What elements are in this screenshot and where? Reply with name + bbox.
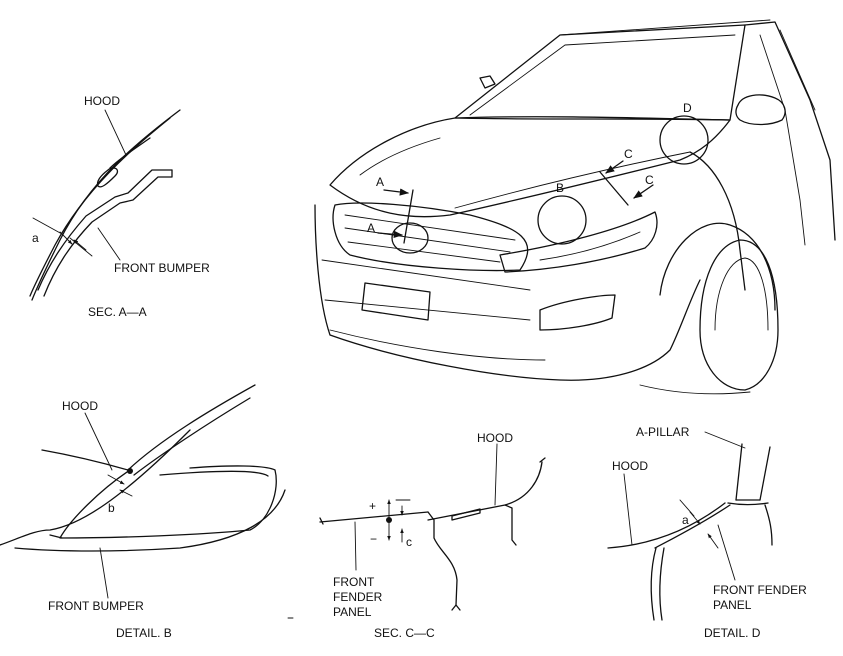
- fender-leader-line: [717, 524, 736, 581]
- hood-leader-line: [494, 443, 498, 506]
- gap-a-label: a: [682, 513, 689, 527]
- a-pillar-right-edge: [759, 446, 771, 501]
- front-fender-label-line1: FRONT FENDER: [713, 583, 807, 597]
- hood-outline: [29, 109, 181, 301]
- front-fender-label-line2: FENDER: [333, 590, 383, 604]
- hood-edge-upper: [127, 384, 256, 471]
- minus-label: −: [370, 532, 377, 546]
- bumper-lower-line: [14, 489, 286, 552]
- bumper-leader-line: [99, 547, 109, 599]
- headlamp-outline: [59, 465, 277, 539]
- front-bumper-outline: [37, 169, 173, 297]
- windshield: [454, 24, 746, 121]
- front-fender-label-line3: PANEL: [333, 605, 372, 619]
- pillar-leader-line: [704, 431, 746, 449]
- fender-flange: [427, 511, 458, 606]
- hood-label: HOOD: [612, 459, 648, 473]
- section-a-a: HOOD a FRONT BUMPER SEC. A—A: [29, 94, 210, 319]
- gap-dimension-a: [32, 217, 93, 257]
- hood: [329, 116, 731, 218]
- section-a-marker-top: A: [376, 175, 384, 189]
- grille: [332, 202, 529, 272]
- bumper-leader-line: [97, 227, 121, 261]
- hood-panel-edge: [41, 449, 129, 471]
- section-c-marker-bottom: C: [645, 173, 654, 187]
- fender-leader-line: [354, 521, 357, 571]
- fender-top-line: [319, 511, 429, 523]
- gap-c-label: c: [406, 535, 412, 549]
- section-c-c: HOOD + − c FRONT FENDER PANEL SEC. C—C: [319, 431, 546, 640]
- fender-right: [764, 504, 773, 546]
- hood-seal: [96, 167, 119, 188]
- side-mirror: [735, 94, 786, 126]
- detail-b-marker: B: [556, 181, 564, 195]
- front-fender: [689, 151, 746, 291]
- section-c-c-caption: SEC. C—C: [374, 626, 435, 640]
- front-fender-label-line1: FRONT: [333, 575, 375, 589]
- section-c-marker-top: C: [624, 147, 633, 161]
- gap-a-label: a: [32, 231, 39, 245]
- hood-panel-line: [427, 461, 543, 521]
- pillar-base: [727, 502, 769, 506]
- fender-edge: [654, 504, 731, 549]
- section-a-cut-line: [403, 189, 414, 244]
- front-bumper-label: FRONT BUMPER: [114, 261, 210, 275]
- front-wheel: [699, 239, 779, 391]
- hood-label: HOOD: [84, 94, 120, 108]
- fog-lamp: [539, 294, 616, 331]
- front-fender-label-line2: PANEL: [713, 598, 752, 612]
- section-a-a-caption: SEC. A—A: [88, 305, 147, 319]
- hood-inner-flange: [504, 504, 517, 546]
- hood-panel-edge: [607, 502, 726, 549]
- wheel-arch: [659, 222, 776, 311]
- hood-label: HOOD: [477, 431, 513, 445]
- section-c-cut-line: [599, 171, 629, 206]
- front-bumper-label: FRONT BUMPER: [48, 599, 144, 613]
- gap-b-label: b: [108, 501, 115, 515]
- detail-b-circle: [537, 195, 587, 245]
- a-pillar: [744, 21, 836, 241]
- front-bumper: [314, 204, 701, 381]
- detail-b-caption: DETAIL. B: [116, 626, 172, 640]
- hood-inner-panel: [109, 137, 151, 169]
- section-a-marker-bottom: A: [367, 221, 375, 235]
- fender-lower: [659, 547, 665, 621]
- bumper-outline: [0, 429, 191, 546]
- hood-leader-line: [104, 109, 127, 156]
- a-pillar-label: A-PILLAR: [636, 425, 690, 439]
- vehicle-illustration: A A C C B D: [314, 19, 836, 395]
- detail-d-circle: [659, 115, 709, 165]
- headlamp-inner: [159, 470, 269, 477]
- hood-leader-line: [84, 412, 113, 471]
- hood-leader-line: [623, 473, 633, 546]
- detail-d-caption: DETAIL. D: [704, 626, 761, 640]
- emblem: [391, 222, 429, 254]
- detail-d: A-PILLAR HOOD a FRONT FENDER PANEL DETAI…: [607, 425, 807, 640]
- hood-label: HOOD: [62, 399, 98, 413]
- detail-b: HOOD b FRONT BUMPER DETAIL. B: [0, 384, 286, 640]
- license-plate: [361, 282, 431, 321]
- hood-seal: [451, 508, 481, 521]
- detail-d-marker: D: [683, 101, 692, 115]
- a-pillar-left-edge: [735, 443, 743, 501]
- plus-label: +: [369, 499, 376, 513]
- hood-edge-lower: [133, 397, 251, 476]
